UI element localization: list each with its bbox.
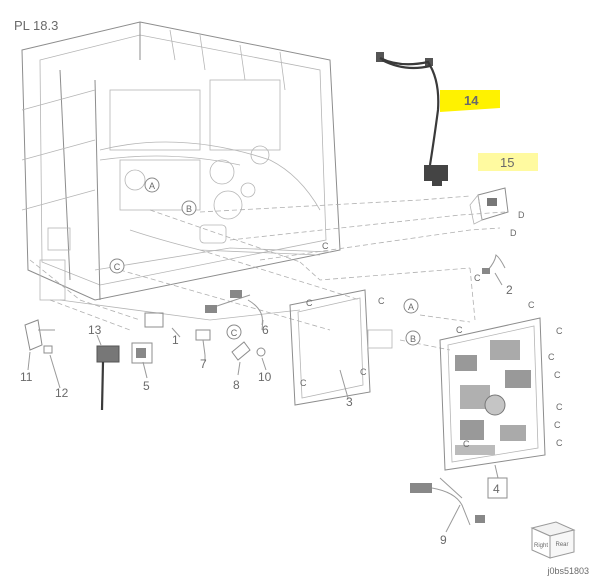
part-label-6: 6 <box>262 323 269 337</box>
part-label-4: 4 <box>493 482 500 496</box>
part-label-2: 2 <box>506 283 513 297</box>
part-label-14: 14 <box>464 93 479 108</box>
marker-c: C <box>109 258 125 274</box>
part-label-10: 10 <box>258 370 272 384</box>
callout-c: C <box>556 438 563 448</box>
marker-a: A <box>144 177 160 193</box>
svg-text:C: C <box>114 262 121 272</box>
callout-c: C <box>556 326 563 336</box>
callout-c: C <box>556 402 563 412</box>
part-box-4 <box>487 477 508 499</box>
svg-text:B: B <box>186 204 192 214</box>
highlight-14 <box>440 90 500 112</box>
callout-c: C <box>300 378 307 388</box>
drawing-id: j0bs51803 <box>546 566 589 576</box>
svg-text:A: A <box>408 302 414 312</box>
screw-callouts: C C C C C C C C C C C C C C C D D <box>300 210 563 449</box>
marker-a: A <box>403 298 419 314</box>
part-number-labels: 1 2 3 4 5 6 7 8 9 10 11 12 13 <box>20 283 513 547</box>
part-label-15: 15 <box>500 155 514 170</box>
bracket-part-15 <box>469 187 509 225</box>
marker-b: B <box>181 200 197 216</box>
marker-c: C <box>226 324 242 340</box>
callout-d: D <box>518 210 525 220</box>
callout-c: C <box>548 352 555 362</box>
callout-c: C <box>456 325 463 335</box>
location-markers: A B C A B C <box>109 177 421 346</box>
part-label-11: 11 <box>20 370 33 384</box>
part-label-13: 13 <box>88 323 102 337</box>
part-label-12: 12 <box>55 386 69 400</box>
main-frame-assembly <box>21 21 341 321</box>
part-label-3: 3 <box>346 395 353 409</box>
marker-b: B <box>405 330 421 346</box>
callout-c: C <box>554 420 561 430</box>
callout-d: D <box>510 228 517 238</box>
callout-c: C <box>463 439 470 449</box>
highlight-15 <box>478 153 538 171</box>
view-orientation-cube: Right Rear <box>530 521 576 559</box>
part-label-7: 7 <box>200 357 207 371</box>
callout-c: C <box>474 273 481 283</box>
small-parts <box>24 254 506 526</box>
cube-face-right: Right <box>534 543 548 549</box>
part-label-5: 5 <box>143 379 150 393</box>
callout-c: C <box>378 296 385 306</box>
svg-text:B: B <box>410 334 416 344</box>
part-label-8: 8 <box>233 378 240 392</box>
callout-c: C <box>528 300 535 310</box>
part-leaders <box>27 272 503 533</box>
callout-c: C <box>306 298 313 308</box>
part-label-9: 9 <box>440 533 447 547</box>
board-part-3 <box>289 289 393 406</box>
callout-c: C <box>554 370 561 380</box>
svg-text:A: A <box>149 181 155 191</box>
callout-c: C <box>322 241 329 251</box>
cube-face-rear: Rear <box>555 542 568 548</box>
plate-title: PL 18.3 <box>14 18 58 33</box>
harness-part-14 <box>376 52 448 186</box>
large-board <box>439 317 546 471</box>
svg-text:C: C <box>231 328 238 338</box>
part-label-1: 1 <box>172 333 179 347</box>
callout-c: C <box>360 367 367 377</box>
